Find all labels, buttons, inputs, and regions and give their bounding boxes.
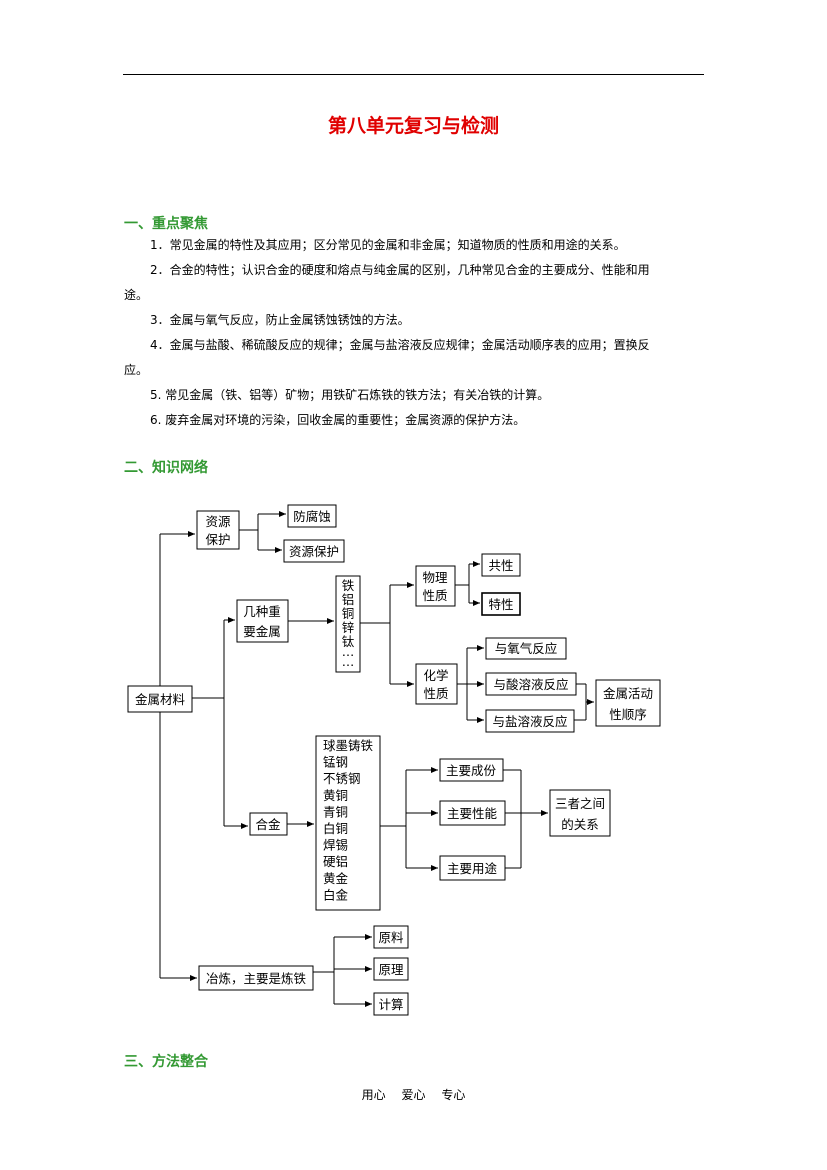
node-label: 金属活动 bbox=[603, 686, 653, 701]
focus-item: 6. 废弃金属对环境的污染，回收金属的重要性；金属资源的保护方法。 bbox=[150, 413, 526, 427]
metal-item: … bbox=[342, 644, 355, 659]
focus-item: 途。 bbox=[124, 288, 149, 302]
focus-item: 4．金属与盐酸、稀硫酸反应的规律；金属与盐溶液反应规律；金属活动顺序表的应用；置… bbox=[150, 338, 650, 352]
node-activity-series: 金属活动 性顺序 bbox=[595, 679, 661, 727]
footer-text: 爱心 bbox=[401, 1088, 426, 1102]
focus-list: 1．常见金属的特性及其应用；区分常见的金属和非金属；知道物质的性质和用途的关系。… bbox=[124, 233, 702, 433]
node-label: 特性 bbox=[488, 597, 513, 612]
node-raw-materials: 原料 bbox=[373, 925, 409, 949]
alloy-item: 不锈钢 bbox=[323, 771, 361, 786]
node-physical-properties: 物理 性质 bbox=[415, 565, 456, 607]
node-label: 与盐溶液反应 bbox=[492, 714, 567, 729]
section-heading-focus: 一、重点聚焦 bbox=[124, 216, 208, 232]
focus-item: 5. 常见金属（铁、铝等）矿物；用铁矿石炼铁的铁方法；有关冶铁的计算。 bbox=[150, 388, 550, 402]
node-label: 主要成份 bbox=[446, 763, 497, 778]
metal-item: 铁 bbox=[342, 578, 355, 593]
node-label: 金属材料 bbox=[135, 692, 186, 707]
node-label: 与酸溶液反应 bbox=[493, 677, 568, 692]
footer-text: 用心 bbox=[361, 1088, 386, 1102]
page-title: 第八单元复习与检测 bbox=[327, 115, 499, 137]
alloy-item: 黄金 bbox=[323, 871, 349, 886]
node-resource-protection-group: 资源 保护 bbox=[196, 510, 240, 550]
section-heading-methods: 三、方法整合 bbox=[124, 1054, 208, 1070]
node-main-uses: 主要用途 bbox=[439, 855, 506, 881]
node-main-composition: 主要成份 bbox=[439, 758, 504, 782]
node-metal-materials: 金属材料 bbox=[127, 685, 193, 713]
node-label: 主要性能 bbox=[447, 806, 498, 821]
metal-item: … bbox=[342, 654, 355, 669]
metal-item: 钛 bbox=[342, 634, 355, 649]
node-label: 共性 bbox=[488, 558, 513, 573]
node-label: 原理 bbox=[378, 962, 404, 977]
node-principle: 原理 bbox=[373, 957, 409, 981]
footer-text: 专心 bbox=[441, 1088, 466, 1102]
focus-item: 应。 bbox=[124, 363, 149, 377]
node-smelting: 冶炼，主要是炼铁 bbox=[198, 965, 314, 991]
section-heading-network: 二、知识网络 bbox=[124, 460, 208, 476]
node-label: 的关系 bbox=[561, 817, 599, 832]
page-footer: 用心 爱心 专心 bbox=[0, 1086, 827, 1103]
diagram-connectors bbox=[159, 511, 594, 1007]
alloy-item: 青铜 bbox=[323, 804, 348, 819]
node-with-oxygen: 与氧气反应 bbox=[485, 637, 567, 660]
node-label: 合金 bbox=[255, 817, 281, 832]
node-label: 要金属 bbox=[243, 624, 281, 639]
node-main-properties: 主要性能 bbox=[439, 800, 506, 826]
focus-item: 2．合金的特性；认识合金的硬度和熔点与纯金属的区别，几种常见合金的主要成分、性能… bbox=[150, 263, 650, 277]
node-alloy: 合金 bbox=[249, 812, 288, 836]
node-label: 保护 bbox=[205, 532, 230, 547]
node-label: 性质 bbox=[423, 686, 448, 701]
header-rule bbox=[123, 74, 704, 75]
node-label: 原料 bbox=[378, 930, 404, 945]
node-label: 防腐蚀 bbox=[293, 509, 331, 524]
alloy-item: 白铜 bbox=[323, 821, 348, 836]
node-commonality: 共性 bbox=[481, 553, 521, 577]
node-metals-list: 铁 铝 铜 锌 钛 … … bbox=[335, 575, 361, 673]
node-label: 主要用途 bbox=[447, 861, 498, 876]
metal-item: 铜 bbox=[342, 606, 355, 621]
node-calculation: 计算 bbox=[373, 992, 409, 1016]
node-relation: 三者之间 的关系 bbox=[549, 789, 611, 837]
node-chemical-properties: 化学 性质 bbox=[415, 663, 458, 705]
node-label: 性顺序 bbox=[609, 707, 647, 722]
alloy-item: 白金 bbox=[323, 887, 349, 902]
alloy-item: 黄铜 bbox=[323, 788, 348, 803]
node-label: 性质 bbox=[422, 588, 447, 603]
node-label: 物理 bbox=[422, 570, 448, 585]
node-with-acid: 与酸溶液反应 bbox=[485, 672, 577, 696]
node-label: 三者之间 bbox=[555, 796, 605, 811]
alloy-item: 球墨铸铁 bbox=[323, 738, 374, 753]
node-label: 冶炼，主要是炼铁 bbox=[206, 971, 307, 986]
alloy-item: 硬铝 bbox=[323, 854, 348, 869]
focus-item: 3．金属与氧气反应，防止金属锈蚀锈蚀的方法。 bbox=[150, 313, 410, 327]
focus-item: 1．常见金属的特性及其应用；区分常见的金属和非金属；知道物质的性质和用途的关系。 bbox=[150, 238, 626, 252]
node-with-salt: 与盐溶液反应 bbox=[485, 709, 575, 733]
node-label: 化学 bbox=[423, 668, 448, 683]
metal-item: 锌 bbox=[342, 620, 355, 635]
node-anticorrosion: 防腐蚀 bbox=[287, 504, 337, 528]
node-label: 与氧气反应 bbox=[495, 641, 558, 656]
node-important-metals: 几种重 要金属 bbox=[236, 599, 289, 643]
node-label: 资源 bbox=[205, 514, 231, 529]
node-label: 计算 bbox=[378, 997, 403, 1012]
metal-item: 铝 bbox=[342, 592, 355, 607]
node-alloy-list: 球墨铸铁 锰钢 不锈钢 黄铜 青铜 白铜 焊锡 硬铝 黄金 白金 bbox=[315, 735, 381, 911]
node-label: 资源保护 bbox=[289, 544, 339, 559]
node-specificity: 特性 bbox=[481, 592, 521, 616]
node-label: 几种重 bbox=[243, 604, 281, 619]
alloy-item: 锰钢 bbox=[323, 755, 348, 770]
alloy-item: 焊锡 bbox=[323, 838, 348, 853]
node-resource-protection: 资源保护 bbox=[283, 539, 345, 563]
